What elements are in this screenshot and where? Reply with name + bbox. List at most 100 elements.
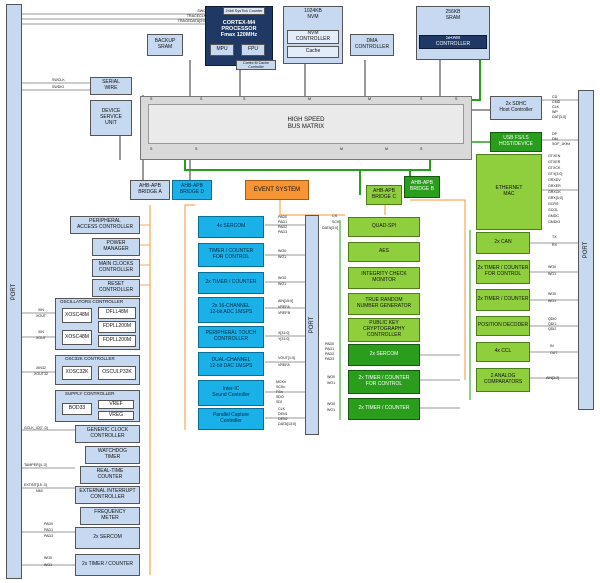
signal: GRXDV	[548, 178, 561, 182]
ahb-apb-bridge-d: AHB-APB BRIDGE D	[172, 180, 212, 200]
signal: PAD3	[44, 534, 54, 538]
signal: GRXCK	[548, 190, 561, 194]
analog-comparators: 2 ANALOG COMPARATORS	[476, 368, 530, 392]
event-system: EVENT SYSTEM	[245, 180, 309, 200]
bus-port-label: M	[368, 97, 371, 101]
bus-port-label: S	[150, 97, 153, 101]
bod33: BOD33	[62, 403, 92, 415]
signal-xout32: XOUT32	[34, 372, 48, 376]
signal: SOF_1KHz	[552, 142, 571, 146]
device-service-unit: DEVICE SERVICE UNIT	[90, 100, 132, 136]
signal: QDI1	[548, 322, 557, 326]
signal: SDI	[276, 400, 282, 404]
signal: PAD0	[44, 522, 54, 526]
signal: RX	[552, 243, 557, 247]
serial-wire: SERIAL WIRE	[90, 77, 132, 95]
signal: WO1	[548, 272, 557, 276]
fdpll0: FDPLL200M	[98, 321, 136, 333]
real-time-counter: REAL-TIME COUNTER	[80, 466, 140, 484]
left-timer-counter: 2x TIMER / COUNTER	[75, 554, 140, 576]
signal: WO1	[327, 408, 336, 412]
signal: DATA[3:0]	[322, 226, 339, 230]
signal: PAD1	[44, 528, 54, 532]
signal: SCK	[332, 220, 340, 224]
supply-title: SUPPLY CONTROLLER	[65, 391, 115, 396]
signal: X[31:0]	[278, 331, 290, 335]
bus-port-label: M	[385, 147, 388, 151]
cyan-tc-control: TIMER / COUNTER FOR CONTROL	[198, 243, 264, 267]
signal: PAD0	[278, 215, 288, 219]
signal: FSn	[276, 390, 283, 394]
signal: OUT	[550, 351, 558, 355]
mpu-block: MPU	[210, 44, 234, 56]
signal: DAT[3:0]	[552, 115, 566, 119]
bus-port-label: M	[308, 97, 311, 101]
signal: WO1	[548, 299, 557, 303]
signal: CLK	[552, 105, 559, 109]
signal: GTX[3:0]	[548, 172, 563, 176]
signal-swclk: SWCLK	[52, 78, 65, 82]
backup-sram: BACKUP SRAM	[147, 34, 183, 56]
signal: CMD	[552, 100, 561, 104]
integrity-check-monitor: INTEGRITY CHECK MONITOR	[348, 267, 420, 289]
signal: CS	[332, 214, 337, 218]
cpu-title: CORTEX-M4 PROCESSOR Fmax 120MHz	[208, 17, 270, 41]
signal: SCKn	[276, 385, 286, 389]
quad-spi: QUAD-SPI	[348, 217, 420, 237]
frequency-meter: FREQUENCY METER	[80, 507, 140, 525]
cyan-sercom: 4x SERCOM	[198, 216, 264, 238]
right-timer-counter: 2x TIMER / COUNTER	[476, 289, 530, 311]
signal: CLK	[278, 407, 285, 411]
signal: VREFA	[278, 363, 290, 367]
cyan-pcc: Parallel Capture Controller	[198, 408, 264, 430]
signal: IN	[550, 344, 554, 348]
signal-xin: XIN	[38, 330, 44, 334]
left-port: PORT	[6, 4, 22, 579]
signal: WO0	[548, 292, 557, 296]
osc32-title: OSC32K CONTROLLER	[65, 356, 115, 361]
signal: GRXER	[548, 184, 561, 188]
signal-nmi: NMI	[36, 489, 43, 493]
bus-port-label: S	[195, 147, 198, 151]
signal: GCOL	[548, 208, 559, 212]
signal-swdio: SWDIO	[52, 85, 65, 89]
usb-controller: USB FS/LS HOST/DEVICE	[490, 132, 542, 152]
signal: VOUT[1:0]	[278, 356, 295, 360]
dma-controller: DMA CONTROLLER	[350, 34, 394, 56]
main-clocks-controller: MAIN CLOCKS CONTROLLER	[92, 259, 140, 277]
signal: WO1	[278, 255, 287, 259]
bus-port-label: S	[420, 147, 423, 151]
signal: WO0	[327, 375, 336, 379]
signal: WO1	[278, 282, 287, 286]
signal-tracedata: TRACEDATA[3:0]	[177, 19, 206, 23]
signal: DM	[552, 137, 558, 141]
signal-xin32: XIN32	[36, 366, 46, 370]
position-decoder: POSITION DECODER	[476, 316, 530, 336]
signal: QDI0	[548, 317, 557, 321]
signal: GCRS	[548, 202, 559, 206]
nvm-cache: Cache	[287, 46, 339, 58]
signal-swo: SWO	[197, 9, 206, 13]
signal: TX	[552, 235, 557, 239]
signal-traceclk: TRACECLK	[186, 14, 206, 18]
signal: DEN1	[278, 412, 288, 416]
reset-controller: RESET CONTROLLER	[92, 279, 140, 297]
signal-xin: XIN	[38, 308, 44, 312]
nvm-controller: NVM CONTROLLER	[287, 30, 339, 44]
signal: PAD2	[278, 225, 288, 229]
signal: GTXER	[548, 160, 561, 164]
signal: PAD1	[325, 347, 335, 351]
cache-controller: Cortex M Cache Controller	[236, 60, 276, 70]
xosc0: XOSC48M	[62, 308, 92, 323]
bus-port-label: M	[340, 147, 343, 151]
osculp32k: OSCULP32K	[98, 366, 136, 380]
ahb-apb-bridge-b: AHB-APB BRIDGE B	[404, 176, 440, 198]
fpu-block: FPU	[241, 44, 265, 56]
left-sercom: 2x SERCOM	[75, 527, 140, 549]
ahb-apb-bridge-a: AHB-APB BRIDGE A	[130, 180, 170, 200]
signal-extint: EXTINT[15..0]	[24, 483, 47, 487]
cyan-timer-counter: 2x TIMER / COUNTER	[198, 272, 264, 294]
bus-port-label: S	[455, 97, 458, 101]
cyan-adc: 2x 16-CHANNEL 12-bit ADC 1MSPS	[198, 297, 264, 323]
signal: WO0	[548, 265, 557, 269]
